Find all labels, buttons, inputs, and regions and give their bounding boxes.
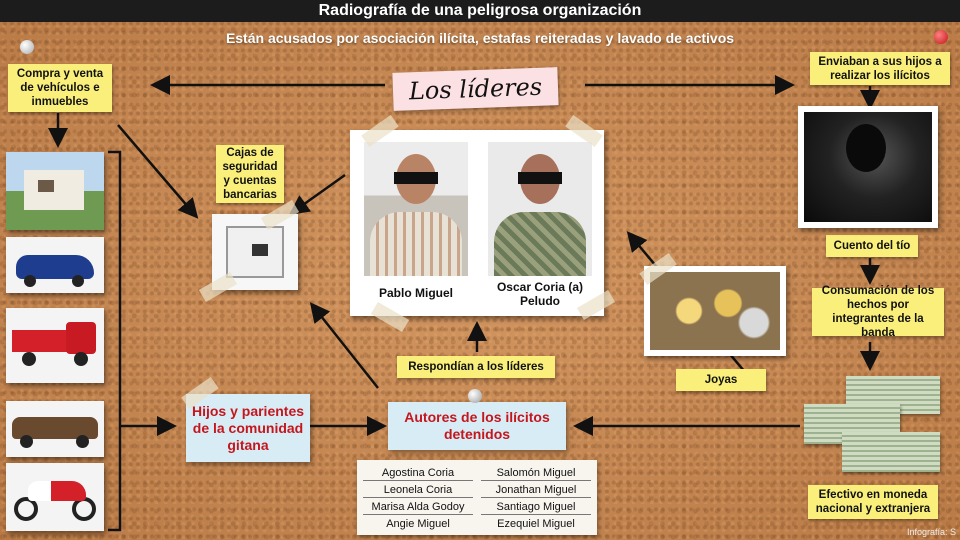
pushpin-icon xyxy=(20,40,34,54)
leaders-label: Los líderes xyxy=(392,67,559,111)
box-autores: Autores de los ilícitos detenidos xyxy=(388,402,566,450)
box-hijos: Hijos y parientes de la comunidad gitana xyxy=(186,394,310,462)
car-photo xyxy=(6,237,104,293)
detenido-name: Marisa Alda Godoy xyxy=(363,500,473,515)
credit: Infografía: S xyxy=(906,527,956,537)
arrow-to-safe-left xyxy=(117,124,199,219)
note-cajas: Cajas de seguridad y cuentas bancarias xyxy=(216,145,284,203)
note-efectivo: Efectivo en moneda nacional y extranjera xyxy=(808,485,938,519)
leader-name-oscar: Oscar Coria (a) Peludo xyxy=(496,280,584,308)
detenido-name: Salomón Miguel xyxy=(481,466,591,481)
truck-photo xyxy=(6,308,104,383)
pickup-photo xyxy=(6,401,104,457)
detenido-name: Santiago Miguel xyxy=(481,500,591,515)
leader-name-pablo: Pablo Miguel xyxy=(378,286,453,300)
detenidos-list: Agostina Coria Salomón Miguel Leonela Co… xyxy=(357,460,597,535)
note-joyas: Joyas xyxy=(676,369,766,391)
detenido-name: Ezequiel Miguel xyxy=(497,518,575,530)
leader-photo-oscar xyxy=(488,142,592,276)
motorcycle-photo xyxy=(6,463,104,531)
leaders-card: Pablo Miguel Oscar Coria (a) Peludo xyxy=(350,130,604,316)
detenido-name: Leonela Coria xyxy=(363,483,473,498)
pushpin-icon xyxy=(934,30,948,44)
arrow-autores-to-safe xyxy=(309,302,379,389)
silhouette-photo xyxy=(798,106,938,228)
note-enviaban: Enviaban a sus hijos a realizar los ilíc… xyxy=(810,52,950,85)
detenido-name: Angie Miguel xyxy=(386,518,450,530)
pushpin-icon xyxy=(468,389,482,403)
leader-photo-pablo xyxy=(364,142,468,276)
detenido-name: Jonathan Miguel xyxy=(481,483,591,498)
note-compra: Compra y venta de vehículos e inmuebles xyxy=(8,64,112,112)
note-consumacion: Consumación de los hechos por integrante… xyxy=(812,285,944,339)
note-cuento: Cuento del tío xyxy=(826,235,918,257)
assets-bracket xyxy=(108,150,152,532)
house-photo xyxy=(6,152,104,230)
jewelry-photo xyxy=(644,266,786,356)
arrow-to-safe-right xyxy=(288,173,346,215)
money-photo xyxy=(802,372,942,476)
page-title: Radiografía de una peligrosa organizació… xyxy=(0,0,960,22)
note-respondian: Respondían a los líderes xyxy=(397,356,555,378)
page-subtitle: Están acusados por asociación ilícita, e… xyxy=(225,30,735,46)
detenido-name: Agostina Coria xyxy=(363,466,473,481)
